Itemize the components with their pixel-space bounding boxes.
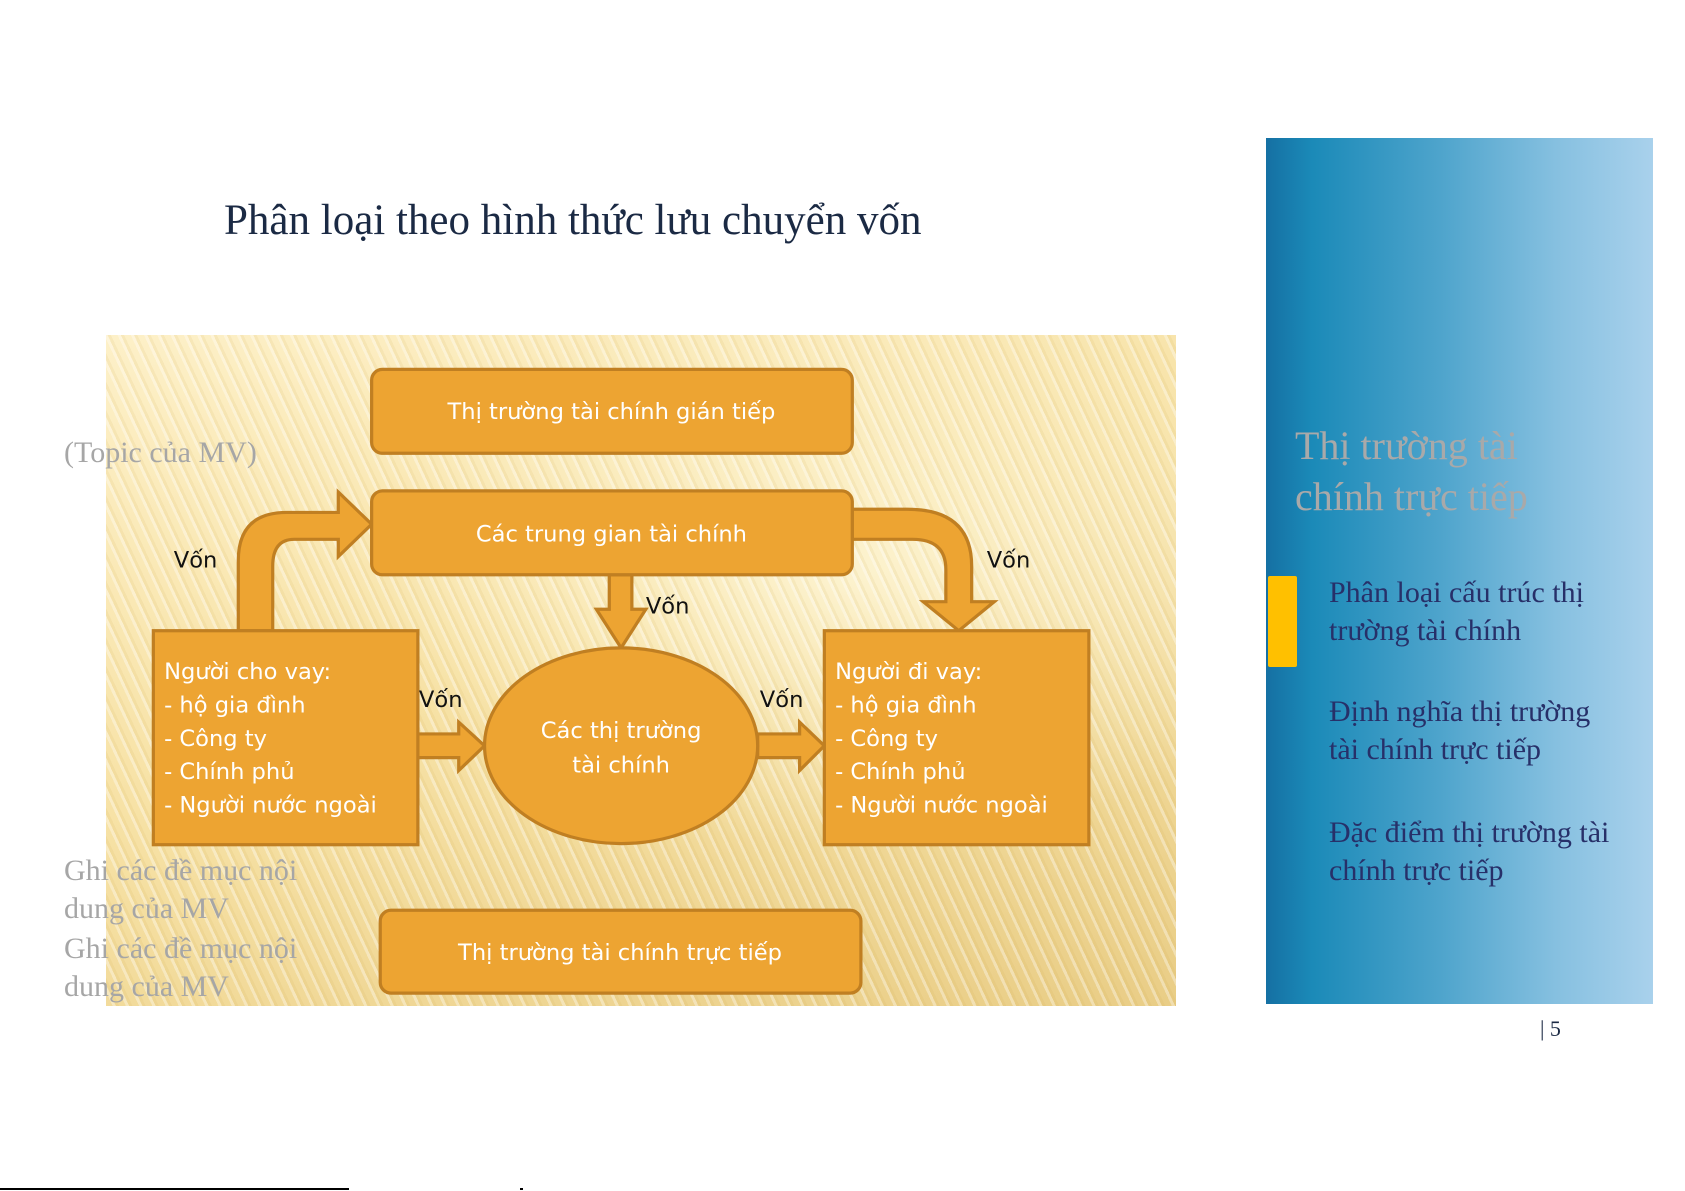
lender-item: - Người nước ngoài xyxy=(164,792,377,818)
box-lenders xyxy=(151,629,420,847)
flow-label: Vốn xyxy=(174,547,218,573)
sidebar-item-classification[interactable]: Phân loại cấu trúc thị trường tài chính xyxy=(1329,574,1584,650)
sidebar-title-line: Thị trường tài xyxy=(1295,423,1518,468)
sidebar-title-line: chính trực tiếp xyxy=(1295,474,1528,519)
arrow-lender-to-markets xyxy=(416,718,487,775)
ghost-note-placeholder: Ghi các đề mục nội dung của MV xyxy=(64,930,297,1006)
ghost-note-placeholder: Ghi các đề mục nội dung của MV xyxy=(64,852,297,928)
ghost-note-line: dung của MV xyxy=(64,892,229,925)
arrow-markets-to-borrower xyxy=(756,718,827,775)
intermediaries-label: Các trung gian tài chính xyxy=(476,521,747,547)
active-item-indicator xyxy=(1268,576,1297,667)
arrow-lender-to-intermediaries xyxy=(236,488,374,633)
borrower-item: - Chính phủ xyxy=(835,759,965,785)
box-intermediaries xyxy=(370,489,854,577)
flow-label: Vốn xyxy=(987,547,1031,573)
sidebar-item-label: Phân loại cấu trúc thị xyxy=(1329,576,1584,609)
ghost-note-line: Ghi các đề mục nội xyxy=(64,932,298,965)
footer-divider xyxy=(0,1188,349,1190)
sidebar-item-label: Định nghĩa thị trường xyxy=(1329,695,1591,728)
lender-item: - hộ gia đình xyxy=(164,692,305,718)
sidebar-item-characteristics[interactable]: Đặc điểm thị trường tài chính trực tiếp xyxy=(1329,814,1609,890)
sidebar-title: Thị trường tài chính trực tiếp xyxy=(1295,420,1528,522)
arrow-intermediaries-to-borrower xyxy=(850,507,999,633)
sidebar-item-label: chính trực tiếp xyxy=(1329,854,1504,887)
slide-title: Phân loại theo hình thức lưu chuyển vốn xyxy=(224,197,922,244)
flow-label: Vốn xyxy=(419,687,463,713)
markets-label-line2: tài chính xyxy=(572,753,670,779)
sidebar-item-definition[interactable]: Định nghĩa thị trường tài chính trực tiế… xyxy=(1329,693,1590,769)
markets-label-line1: Các thị trường xyxy=(541,718,702,744)
arrow-intermediaries-to-markets xyxy=(593,573,649,651)
ghost-note-line: Ghi các đề mục nội xyxy=(64,854,298,887)
lenders-heading: Người cho vay: xyxy=(164,659,331,685)
box-direct-market xyxy=(378,908,863,995)
box-indirect-market xyxy=(370,367,854,455)
direct-market-label: Thị trường tài chính trực tiếp xyxy=(457,940,782,966)
ellipse-financial-markets xyxy=(482,646,760,846)
flow-label: Vốn xyxy=(646,594,690,620)
footer-mark xyxy=(520,1188,523,1190)
sidebar-panel: Thị trường tài chính trực tiếp Phân loại… xyxy=(1266,138,1653,1004)
capital-flow-diagram: Thị trường tài chính gián tiếp Các trung… xyxy=(106,335,1176,1006)
indirect-market-label: Thị trường tài chính gián tiếp xyxy=(447,399,776,425)
borrower-item: - hộ gia đình xyxy=(835,692,976,718)
sidebar-item-label: tài chính trực tiếp xyxy=(1329,733,1542,766)
sidebar-item-label: trường tài chính xyxy=(1329,614,1522,647)
box-borrowers xyxy=(822,629,1091,847)
page-number: | 5 xyxy=(1540,1016,1561,1041)
borrowers-heading: Người đi vay: xyxy=(835,659,982,685)
sidebar-item-label: Đặc điểm thị trường tài xyxy=(1329,816,1610,849)
lender-item: - Chính phủ xyxy=(164,759,294,785)
borrower-item: - Công ty xyxy=(835,726,938,752)
ghost-note-line: dung của MV xyxy=(64,970,229,1003)
borrower-item: - Người nước ngoài xyxy=(835,792,1048,818)
lender-item: - Công ty xyxy=(164,726,267,752)
flow-label: Vốn xyxy=(760,687,804,713)
ghost-topic-placeholder: (Topic của MV) xyxy=(64,436,257,469)
